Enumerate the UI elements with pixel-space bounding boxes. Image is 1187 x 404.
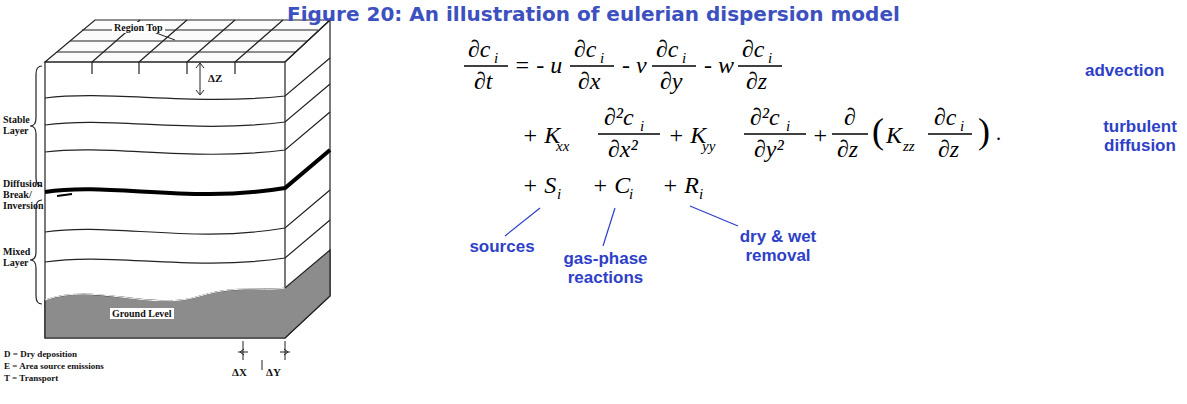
dimension-label: ΔX <box>232 366 247 378</box>
math-paren: ) <box>978 112 990 152</box>
layer-label: Stable Layer <box>3 114 33 136</box>
math-subscript: i <box>786 118 790 135</box>
ground-label: Ground Level <box>110 308 174 319</box>
math-term: + R <box>662 172 699 198</box>
math-term: K <box>886 122 902 148</box>
ground-edge <box>45 288 285 301</box>
region-label: Region Top <box>112 22 165 33</box>
dimension-label: ΔY <box>266 366 281 378</box>
math-term: ∂²c <box>750 104 780 130</box>
math-term: + <box>812 122 828 148</box>
layer-label: Mixed Layer <box>3 246 33 268</box>
grid-box <box>45 20 330 338</box>
math-term: - w <box>704 52 734 78</box>
math-term: + S <box>522 172 556 198</box>
math-term: ∂c <box>656 36 679 62</box>
math-subscript: xx <box>556 138 569 155</box>
math-term: ∂c <box>468 36 491 62</box>
annotation-leaders <box>505 206 738 246</box>
math-subscript: i <box>699 186 703 203</box>
math-term: ∂x <box>578 68 601 94</box>
term-annotation: advection <box>1085 62 1164 81</box>
legend-note: T = Transport <box>4 374 58 384</box>
math-term: ∂y <box>660 68 683 94</box>
math-term: ∂z <box>938 136 959 162</box>
math-subscript: zz <box>903 138 915 155</box>
math-term: = - u <box>514 52 562 78</box>
math-term: ∂c <box>934 104 957 130</box>
math-term: ∂ <box>844 104 856 130</box>
math-period: . <box>996 122 1001 144</box>
dimension-label: ΔZ <box>206 72 224 84</box>
math-term: ∂z <box>837 136 858 162</box>
ground-surface <box>45 250 330 338</box>
math-subscript: i <box>600 50 604 67</box>
math-term: - v <box>622 52 647 78</box>
math-term: ∂c <box>742 36 765 62</box>
math-term: ∂c <box>574 36 597 62</box>
legend-note: D = Dry deposition <box>4 350 77 360</box>
math-term: ∂y² <box>754 136 784 162</box>
math-term: ∂x² <box>608 136 638 162</box>
math-term: + K <box>522 122 560 148</box>
figure-title: Figure 20: An illustration of eulerian d… <box>287 3 900 25</box>
stable-brace <box>30 66 42 186</box>
math-term: + K <box>668 122 706 148</box>
math-subscript: i <box>768 50 772 67</box>
math-term: + C <box>592 172 630 198</box>
mixed-brace <box>30 200 42 304</box>
term-annotation: sources <box>462 238 542 257</box>
inversion-leader <box>57 194 72 196</box>
legend-note: E = Area source emissions <box>4 362 104 372</box>
term-annotation: gas-phase reactions <box>548 250 663 287</box>
dz-marker <box>196 63 204 95</box>
math-subscript: i <box>682 50 686 67</box>
math-term: i <box>629 186 633 203</box>
math-subscript: i <box>557 186 561 203</box>
math-subscript: i <box>640 118 644 135</box>
math-subscript: i <box>494 50 498 67</box>
math-paren: ( <box>872 112 884 152</box>
math-subscript: yy <box>702 138 715 155</box>
math-subscript: i <box>960 118 964 135</box>
dxy-marker <box>238 341 290 370</box>
layer-label: Diffusion Break/ Inversion <box>3 178 32 211</box>
inversion-line <box>45 150 330 194</box>
math-term: ∂²c <box>604 104 634 130</box>
term-annotation: dry & wet removal <box>728 228 828 265</box>
term-annotation: turbulent diffusion <box>1090 118 1187 155</box>
math-term: ∂z <box>746 68 767 94</box>
math-term: ∂t <box>474 68 493 94</box>
